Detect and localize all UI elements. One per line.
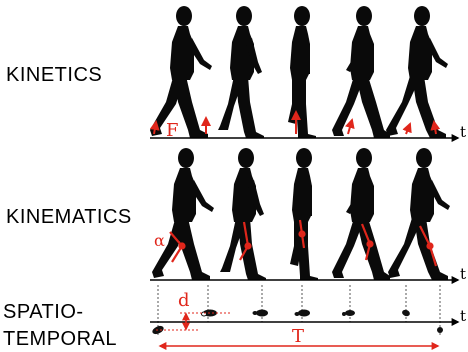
kinetics-walkers	[150, 6, 448, 138]
kinematics-walker-1	[152, 148, 214, 280]
kinematics-walker-5	[388, 148, 450, 280]
step-distance-marker: d	[156, 290, 230, 330]
kinetics-walker-2	[218, 6, 264, 138]
footprint-5	[342, 310, 355, 316]
kinetics-time-axis-label: t	[460, 123, 466, 141]
angle-symbol: α	[154, 231, 165, 250]
spatiotemporal-time-axis-label: t	[460, 307, 466, 325]
step-distance-symbol: d	[178, 290, 190, 311]
kinetics-row: F t	[150, 6, 466, 141]
kinematics-walkers	[152, 148, 450, 280]
force-arrow-5	[406, 124, 410, 134]
kinematics-walker-3	[290, 148, 318, 280]
stride-period-marker: T	[160, 326, 438, 347]
stride-period-symbol: T	[292, 326, 304, 347]
kinematics-row: α t	[150, 148, 466, 283]
spatiotemporal-row: t d T	[150, 285, 466, 347]
kinetics-walker-3	[288, 6, 316, 138]
kinematics-walker-4	[332, 148, 390, 280]
knee-dot-1	[180, 244, 185, 249]
kinetics-walker-1	[150, 6, 212, 138]
footprint-3	[253, 310, 269, 317]
knee-dot-5	[428, 244, 433, 249]
knee-dot-2	[246, 244, 251, 249]
force-arrow-4	[348, 120, 352, 134]
footprint-4	[295, 310, 311, 317]
knee-dot-3	[300, 232, 305, 237]
kinetics-walker-4	[332, 6, 390, 138]
kinetics-walker-5	[386, 6, 448, 138]
kinematics-time-axis-label: t	[460, 265, 466, 283]
footprint-7	[437, 327, 443, 333]
kinematics-walker-2	[220, 148, 266, 280]
knee-dot-4	[368, 242, 373, 247]
footprint-6	[401, 309, 411, 317]
